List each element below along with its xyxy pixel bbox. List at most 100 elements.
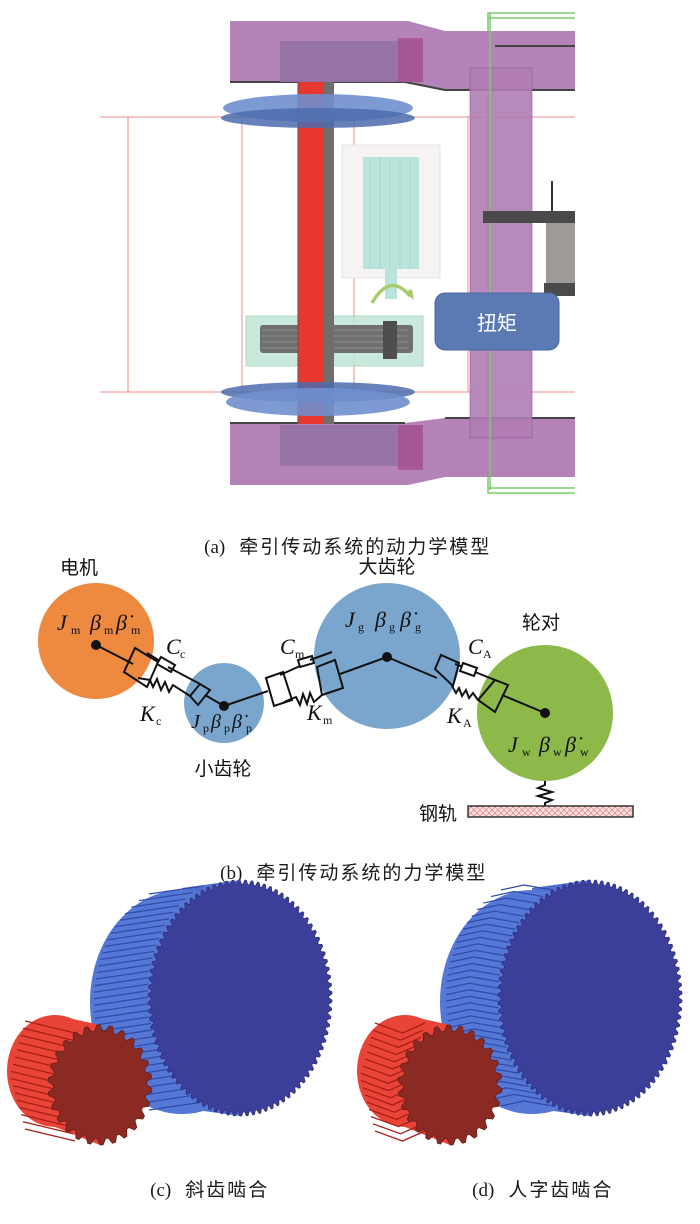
caption-d-tag: (d) xyxy=(472,1180,495,1201)
coupling-pinion-gear xyxy=(223,651,388,708)
motor-center-dot xyxy=(91,640,101,650)
gear-tooth-line xyxy=(454,943,507,950)
motor-J-sub: m xyxy=(71,623,81,637)
gear-tooth-line xyxy=(448,962,502,970)
pinion-tooth-line xyxy=(20,1034,72,1049)
wheelset-betadot-sub: w xyxy=(580,745,589,759)
pinion-gear xyxy=(7,1015,153,1146)
caption-b: (b)牵引传动系统的力学模型 xyxy=(188,836,487,907)
wheelset-center-dot xyxy=(540,708,550,718)
gear-tooth-line xyxy=(446,1002,499,1009)
wheelset-label: 轮对 xyxy=(522,612,560,634)
gear-tooth-line xyxy=(138,891,194,902)
pinion-tooth-line xyxy=(24,1128,76,1142)
label-Km-sub: m xyxy=(323,713,333,727)
gear-J-sub: g xyxy=(358,620,364,634)
motor-J: J xyxy=(57,610,68,635)
green-outline xyxy=(487,12,575,494)
rail xyxy=(467,805,634,818)
label-KA: K xyxy=(446,703,463,728)
gear-tooth-line xyxy=(446,982,499,989)
gear-tooth-line xyxy=(148,885,204,895)
gear-tooth-line xyxy=(476,904,530,911)
wheelset-beta: β xyxy=(538,732,550,757)
pinion-beta: β xyxy=(210,711,221,733)
label-Cm-sub: m xyxy=(295,647,305,661)
pinion-tooth-line xyxy=(374,1130,426,1142)
gear-tooth-line xyxy=(445,989,499,996)
gear-tooth-line xyxy=(94,977,149,987)
gear-tooth-line xyxy=(124,905,180,915)
pinion-betadot-sub: p xyxy=(246,721,252,735)
bogie-3d-illustration: 扭矩 xyxy=(100,12,575,494)
gear-tooth-line xyxy=(94,1003,149,1013)
gear-tooth-line xyxy=(483,897,536,904)
pinion-gear-face xyxy=(397,1024,503,1146)
gear-tooth-line xyxy=(93,996,149,1006)
label-Cm: C xyxy=(280,634,295,659)
motor-label: 电机 xyxy=(60,557,98,579)
gear-tooth-line xyxy=(104,937,159,947)
caption-d-text: 人字齿啮合 xyxy=(508,1179,614,1201)
coupling-gear-wheelset xyxy=(386,653,546,714)
gear-beta: β xyxy=(374,607,386,632)
caption-c-tag: (c) xyxy=(150,1180,172,1201)
pinion-tooth-line xyxy=(20,1113,72,1128)
gear-tooth-line xyxy=(111,924,166,934)
gear-tooth-line xyxy=(459,930,512,937)
caption-a-tag: (a) xyxy=(204,537,226,558)
caption-c-text: 斜齿啮合 xyxy=(185,1179,270,1201)
gear-tooth-line xyxy=(93,990,149,1000)
bracket xyxy=(483,181,575,296)
caption-d: (d) 人字齿啮合 xyxy=(440,1153,613,1224)
pinion-label: 小齿轮 xyxy=(194,758,251,780)
motor-body xyxy=(341,144,441,299)
pinion-tooth-line xyxy=(374,1022,426,1034)
helical-gear-render xyxy=(7,879,333,1146)
gearbox xyxy=(245,315,424,367)
gear-label: 大齿轮 xyxy=(358,556,415,578)
gear-tooth-line xyxy=(119,911,174,921)
wheel-top xyxy=(221,94,415,128)
gear-tooth-line xyxy=(447,969,500,976)
gear-tooth-line xyxy=(456,936,509,943)
frame-vertical xyxy=(470,68,532,438)
gear-tooth-line xyxy=(94,983,149,993)
gear-tooth-line xyxy=(96,1022,152,1033)
label-KA-sub: A xyxy=(463,716,472,730)
gear-tooth-line xyxy=(115,918,170,928)
pinion-tooth-line xyxy=(368,1043,420,1056)
gear-tooth-line xyxy=(446,1008,499,1015)
large-gear xyxy=(90,879,333,1117)
pinion-J-sub: p xyxy=(203,721,209,735)
pinion-gear-face xyxy=(47,1024,153,1146)
motor-beta: β xyxy=(89,610,101,635)
gear-tooth-line xyxy=(131,898,186,908)
gear-tooth-line xyxy=(446,976,499,983)
caption-a-text: 牵引传动系统的动力学模型 xyxy=(239,536,492,558)
gear-tooth-line xyxy=(448,1021,502,1029)
pinion-beta-sub: p xyxy=(224,721,230,735)
gear-tooth-line xyxy=(500,884,554,891)
pinion-tooth-line xyxy=(372,1123,424,1135)
pinion-center-dot xyxy=(219,701,229,711)
panel-c-helical-mesh: (c) 斜齿啮合 xyxy=(0,870,350,1201)
rail-label: 钢轨 xyxy=(419,803,457,825)
mechanics-diagram: 电机 小齿轮 大齿轮 轮对 钢轨 J m β m β̇ m J p β p β̇… xyxy=(38,556,634,825)
label-CA: C xyxy=(468,634,483,659)
gear-tooth-line xyxy=(94,1009,149,1019)
pinion-tooth-line xyxy=(22,1027,74,1041)
gear-tooth-line xyxy=(471,910,524,917)
gear-betadot-sub: g xyxy=(415,620,421,634)
gear-tooth-line xyxy=(102,944,157,954)
caption-a: (a) 牵引传动系统的动力学模型 xyxy=(172,510,491,581)
gear-tooth-line xyxy=(490,890,544,898)
wheelset-J-sub: w xyxy=(522,745,531,759)
coupling-motor-pinion xyxy=(95,644,225,707)
torque-label-box xyxy=(434,292,560,351)
caption-c: (c) 斜齿啮合 xyxy=(118,1153,269,1224)
label-Kc: K xyxy=(139,701,156,726)
wheelset-J: J xyxy=(508,732,519,757)
label-CA-sub: A xyxy=(483,647,492,661)
motor-betadot-sub: m xyxy=(131,623,141,637)
